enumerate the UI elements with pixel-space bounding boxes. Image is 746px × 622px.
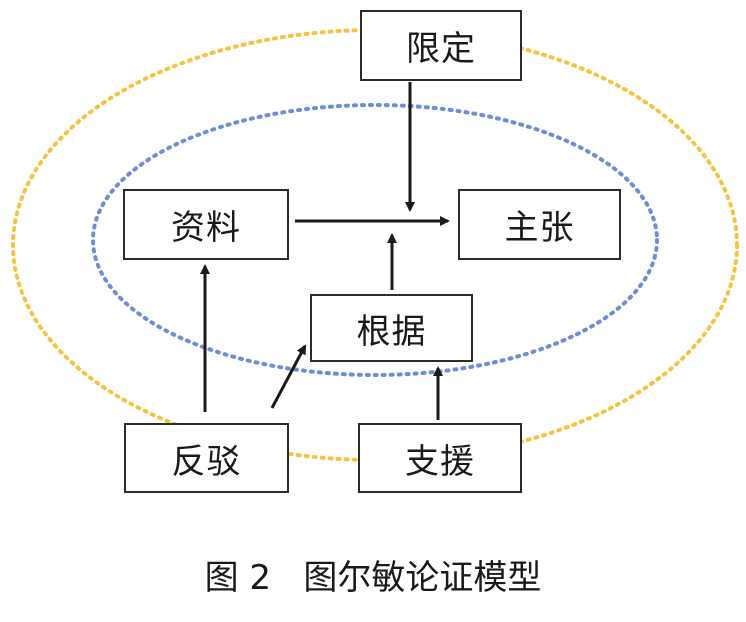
- backing-label: 支援: [405, 441, 475, 482]
- data-node: 资料: [123, 189, 289, 260]
- backing-node: 支援: [358, 423, 522, 493]
- inner-ring: [91, 103, 659, 377]
- data-label: 资料: [171, 208, 241, 248]
- claim-node: 主张: [458, 189, 621, 260]
- claim-label: 主张: [504, 208, 575, 248]
- rebuttal-node: 反驳: [124, 423, 289, 493]
- outer-ring: [11, 28, 739, 462]
- arrow-rebuttal-to-warrant: [270, 344, 307, 409]
- limit-node: 限定: [360, 10, 522, 81]
- warrant-node: 根据: [310, 294, 473, 362]
- warrant-label: 根据: [356, 311, 427, 352]
- rebuttal-label: 反驳: [171, 441, 242, 482]
- figure-caption: 图 2 图尔敏论证模型: [204, 558, 542, 598]
- limit-label: 限定: [406, 29, 476, 69]
